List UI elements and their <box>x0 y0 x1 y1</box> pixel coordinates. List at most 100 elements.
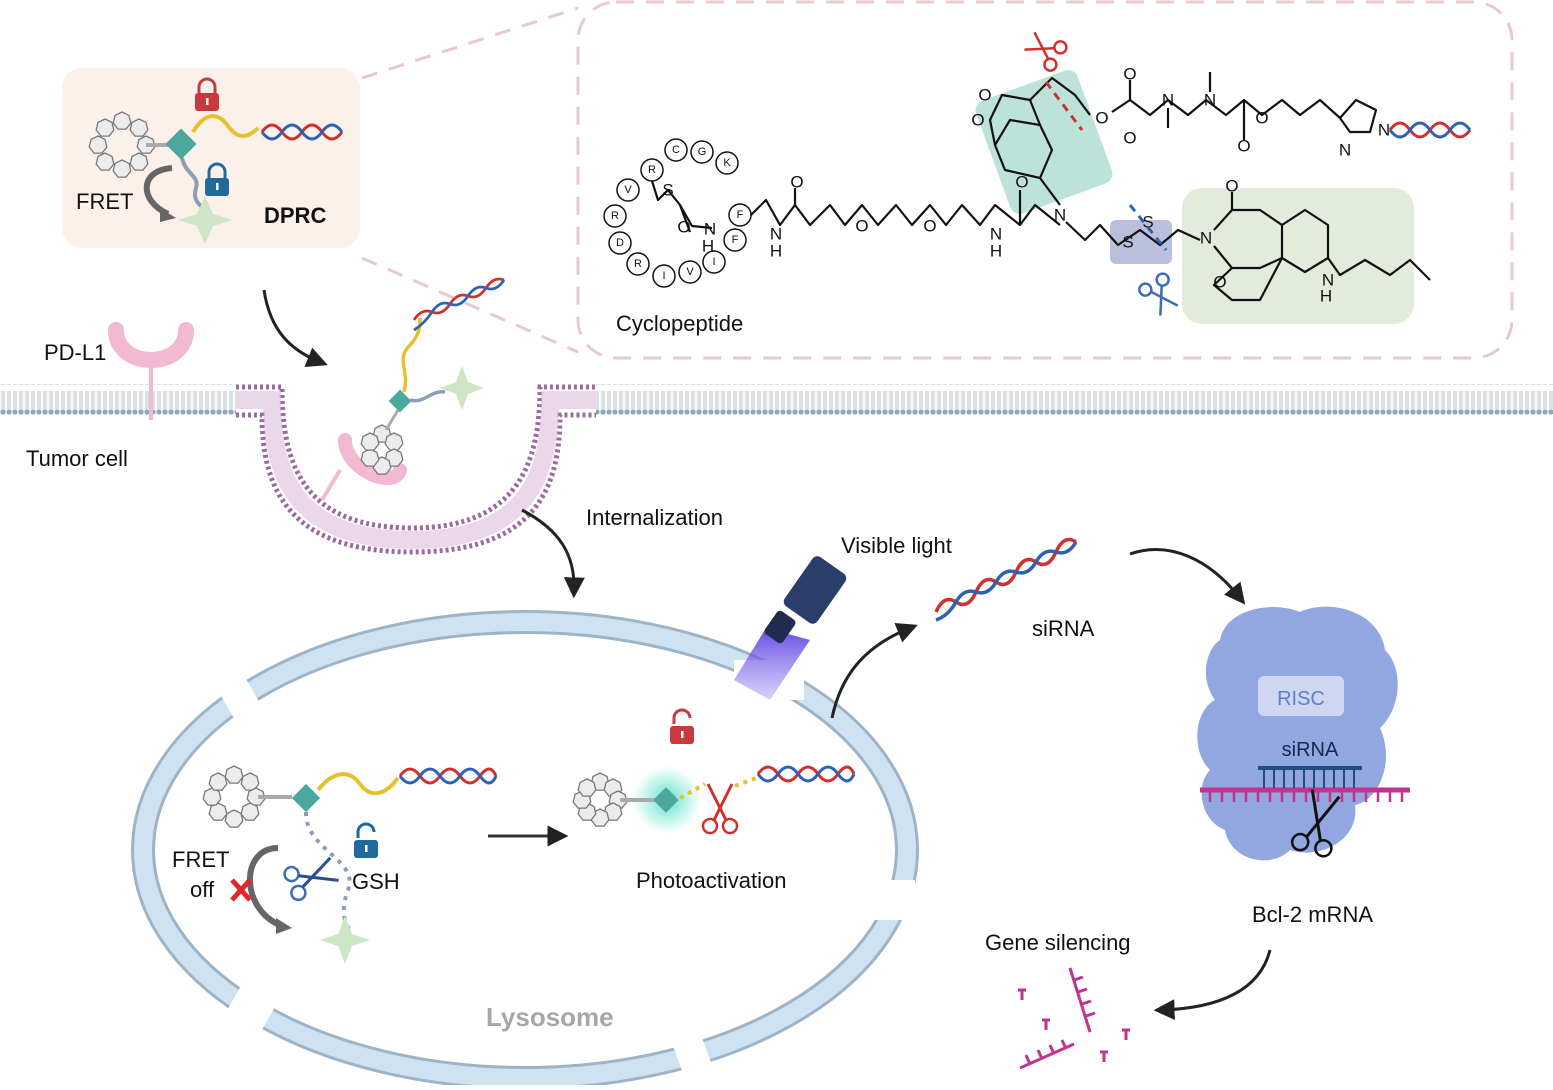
svg-text:O: O <box>1015 173 1028 192</box>
svg-text:S: S <box>1142 213 1153 232</box>
structure-zoom-frame <box>576 0 1514 360</box>
fret-off-label-2: off <box>190 877 215 902</box>
visible-light-label: Visible light <box>841 533 952 558</box>
svg-text:R: R <box>634 258 642 270</box>
gene-silencing-label: Gene silencing <box>985 930 1131 955</box>
scissors-photo-icon <box>701 783 739 835</box>
dprc-photoactivated <box>572 708 856 835</box>
scissors-red-icon <box>1024 31 1068 72</box>
mrna-fragments <box>1018 967 1130 1070</box>
cyclopeptide-ring: R C G K F V R D R I V I F S O N H <box>603 138 752 288</box>
svg-text:I: I <box>662 270 665 282</box>
svg-text:N: N <box>1204 91 1216 110</box>
lock-open-blue-icon <box>354 822 378 858</box>
zoom-guide-top <box>361 6 579 80</box>
naphthalimide-star-icon <box>178 196 232 244</box>
svg-text:O: O <box>677 218 690 237</box>
svg-text:V: V <box>624 184 632 196</box>
cell-membrane <box>0 384 1553 555</box>
fret-arrow-icon <box>143 165 173 217</box>
svg-text:N: N <box>1339 141 1351 160</box>
to-risc-arrow <box>1129 548 1246 605</box>
dprc-label: DPRC <box>264 203 326 228</box>
pd-l1-receptor <box>108 322 194 420</box>
dprc-fret-off: FRET off GSH <box>172 765 498 964</box>
svg-text:O: O <box>1095 109 1108 128</box>
lysosome-label: Lysosome <box>486 1002 614 1032</box>
risc-sirna-label: siRNA <box>1282 739 1339 761</box>
internalization-arrow <box>521 508 585 599</box>
svg-text:N: N <box>1378 121 1390 140</box>
svg-text:K: K <box>723 157 731 169</box>
svg-text:R: R <box>611 210 619 222</box>
sirna-label: siRNA <box>1032 616 1095 641</box>
bcl2-mrna-label: Bcl-2 mRNA <box>1252 902 1373 927</box>
svg-text:O: O <box>1255 109 1268 128</box>
release-arrow <box>830 622 918 719</box>
light-source-icon <box>734 556 847 700</box>
svg-text:N: N <box>1200 229 1212 248</box>
svg-text:O: O <box>855 217 868 236</box>
svg-text:O: O <box>790 173 803 192</box>
svg-text:F: F <box>732 234 739 246</box>
sirna-teeth <box>1263 768 1355 788</box>
svg-text:H: H <box>1320 287 1332 306</box>
svg-text:O: O <box>978 86 991 105</box>
gsh-label: GSH <box>352 869 400 894</box>
lock-closed-blue-icon <box>205 162 229 196</box>
svg-text:I: I <box>712 256 715 268</box>
free-sirna <box>934 537 1078 622</box>
svg-text:O: O <box>1225 177 1238 196</box>
zoom-guide-bottom <box>361 256 579 354</box>
cross-icon <box>230 878 252 902</box>
pd-l1-label: PD-L1 <box>44 340 106 365</box>
svg-text:O: O <box>1123 65 1136 84</box>
fret-label: FRET <box>76 189 133 214</box>
svg-text:R: R <box>648 164 656 176</box>
svg-text:H: H <box>702 237 714 256</box>
coumarin-diamond-icon <box>165 128 197 160</box>
to-silencing-arrow <box>1153 949 1272 1021</box>
svg-text:O: O <box>1237 137 1250 156</box>
svg-text:S: S <box>662 181 673 200</box>
lock-open-red-icon <box>670 708 694 744</box>
scissors-risc-icon <box>1290 789 1341 858</box>
bound-dprc <box>320 277 506 502</box>
svg-text:H: H <box>990 242 1002 261</box>
svg-text:O: O <box>1213 273 1226 292</box>
svg-text:F: F <box>737 209 744 221</box>
svg-text:H: H <box>770 242 782 261</box>
scissors-blue-icon <box>1138 272 1179 316</box>
svg-text:N: N <box>704 220 716 239</box>
svg-text:G: G <box>698 146 707 158</box>
dna-icon <box>260 123 344 141</box>
svg-text:O: O <box>923 217 936 236</box>
naphthalimide-highlight <box>1182 188 1414 324</box>
dprc-inset: FRET DPRC <box>62 68 360 248</box>
lock-closed-red-icon <box>195 77 219 111</box>
svg-text:D: D <box>616 237 624 249</box>
mrna-teeth <box>1208 790 1404 802</box>
internalization-label: Internalization <box>586 505 723 530</box>
cyclopeptide-label: Cyclopeptide <box>616 311 743 336</box>
svg-text:O: O <box>971 111 984 130</box>
risc-label: RISC <box>1277 688 1325 710</box>
svg-text:C: C <box>672 144 680 156</box>
photoactivation-label: Photoactivation <box>636 868 786 893</box>
dprc-chemical-structure: R C G K F V R D R I V I F S O N H O N H … <box>603 65 1472 324</box>
risc-complex <box>1197 606 1410 861</box>
dprc-inset-panel <box>62 68 360 248</box>
disulfide-highlight <box>1110 220 1172 264</box>
svg-text:N: N <box>1054 206 1066 225</box>
binding-arrow <box>262 289 328 368</box>
svg-text:N: N <box>1162 91 1174 110</box>
svg-text:V: V <box>686 266 694 278</box>
svg-text:N: N <box>770 225 782 244</box>
svg-text:N: N <box>1322 271 1334 290</box>
tumor-cell-label: Tumor cell <box>26 446 128 471</box>
fret-off-label-1: FRET <box>172 847 229 872</box>
svg-text:O: O <box>1123 129 1136 148</box>
svg-text:S: S <box>1122 233 1133 252</box>
